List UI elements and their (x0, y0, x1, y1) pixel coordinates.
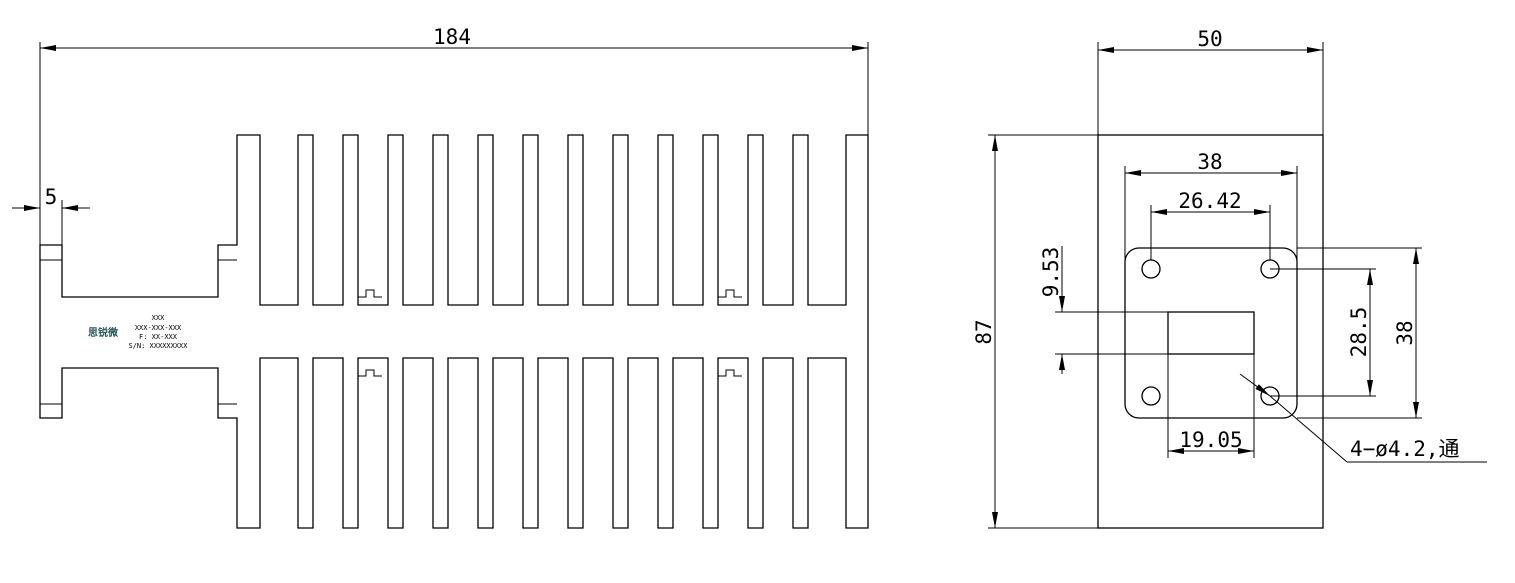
nameplate: 思锐微 XXX XXX-XXX-XXX F: XX-XXX S/N: XXXXX… (88, 314, 188, 350)
dimension-text-9-53: 9.53 (1039, 247, 1063, 298)
dimension-flange-width: 38 (1124, 150, 1298, 262)
nameplate-line-1: XXX (152, 314, 165, 322)
nameplate-line-3: F: XX-XXX (139, 333, 178, 341)
dimension-flange-thickness: 5 (12, 185, 90, 245)
dimension-overall-width: 50 (1097, 27, 1324, 135)
mounting-hole (1141, 386, 1161, 406)
hole-callout: 4−ø4.2,通 (1239, 373, 1487, 463)
nameplate-line-4: S/N: XXXXXXXXX (128, 342, 188, 350)
dimension-text-184: 184 (433, 25, 471, 49)
dimension-text-38-height: 38 (1393, 320, 1417, 345)
side-view-outline (39, 134, 869, 529)
side-view: 思锐微 XXX XXX-XXX-XXX F: XX-XXX S/N: XXXXX… (12, 25, 869, 529)
mounting-hole (1141, 259, 1161, 279)
hole-callout-text: 4−ø4.2,通 (1350, 437, 1460, 461)
dimension-hole-spacing-vertical: 28.5 (1270, 268, 1376, 397)
dimension-aperture-height: 9.53 (1039, 246, 1168, 374)
dimension-text-38-width: 38 (1197, 150, 1222, 174)
dimension-text-26-42: 26.42 (1178, 189, 1241, 213)
dimension-aperture-width: 19.05 (1167, 354, 1255, 458)
nameplate-logo: 思锐微 (88, 326, 119, 339)
dimension-text-19-05: 19.05 (1179, 428, 1242, 452)
dimension-text-50: 50 (1197, 27, 1222, 51)
flange-outline (1124, 247, 1298, 419)
end-view: 50 87 38 26.42 38 (972, 27, 1487, 529)
dimension-text-87: 87 (972, 319, 996, 344)
dimension-text-5: 5 (45, 185, 58, 209)
waveguide-aperture (1167, 311, 1255, 355)
end-view-body (1097, 134, 1324, 529)
dimension-flange-height: 38 (1297, 247, 1422, 419)
nameplate-line-2: XXX-XXX-XXX (135, 324, 182, 332)
dimension-hole-spacing-horizontal: 26.42 (1150, 189, 1271, 260)
dimension-text-28-5: 28.5 (1347, 307, 1371, 358)
dimension-overall-height: 87 (972, 134, 1098, 529)
dimension-overall-length: 184 (39, 25, 869, 245)
